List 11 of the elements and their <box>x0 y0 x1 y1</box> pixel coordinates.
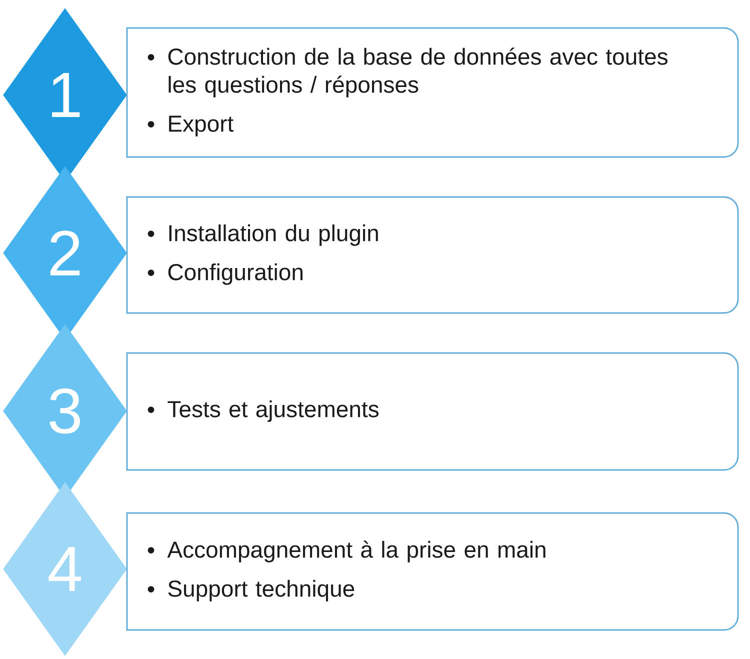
step-box <box>126 512 739 631</box>
list-item: Export <box>169 116 234 136</box>
list-item: Support technique <box>168 580 354 602</box>
list-item: Configuration <box>168 263 302 285</box>
step-box <box>126 352 739 471</box>
list-item: Accompagnement à la prise en main <box>167 540 546 562</box>
list-item: Installation du plugin <box>169 224 378 246</box>
list-item: Construction de la base de données avec toutes les questions / réponses <box>168 48 668 98</box>
list-item: Tests et ajustements <box>168 400 379 422</box>
step-box <box>126 196 739 314</box>
step-box <box>126 27 739 158</box>
